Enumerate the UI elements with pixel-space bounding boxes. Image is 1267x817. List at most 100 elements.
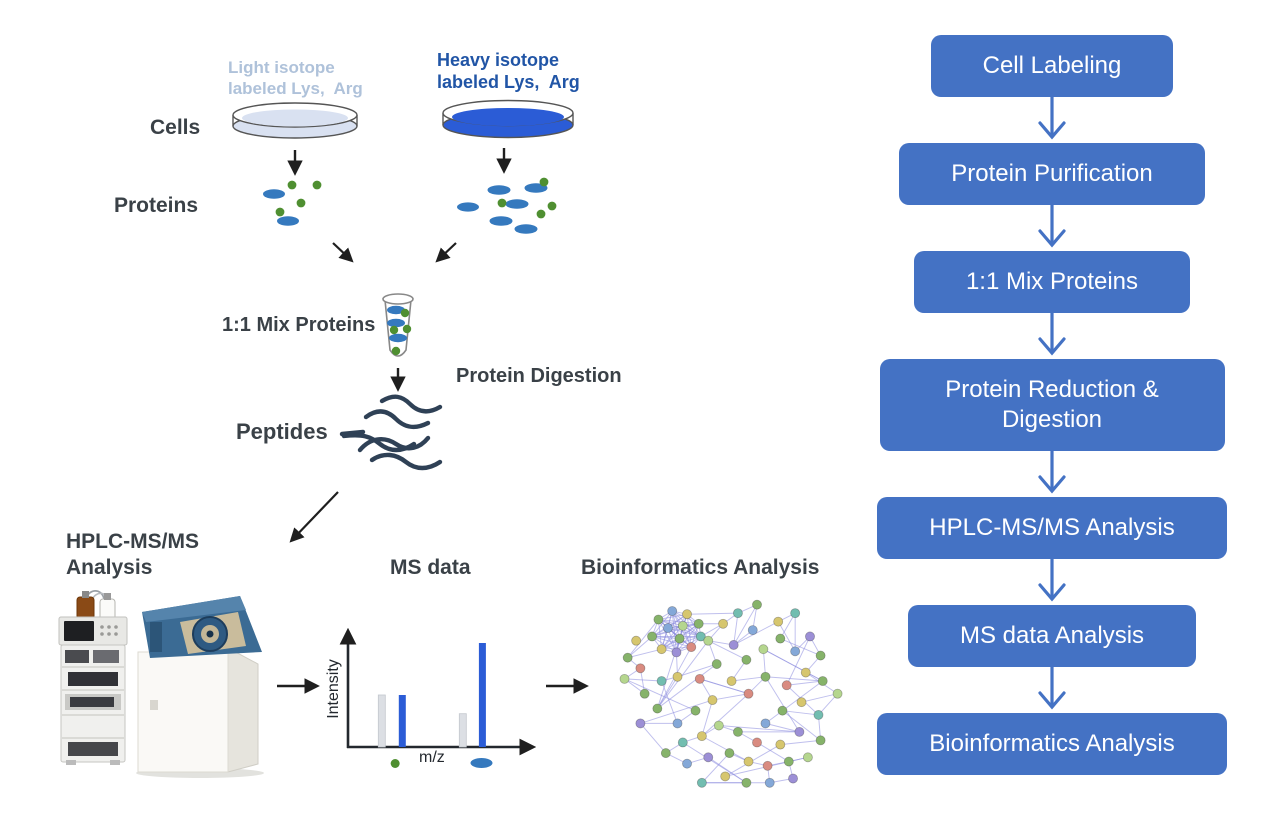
network-node [656,644,667,655]
network-node [677,737,688,748]
network-node [693,618,704,629]
heavy-petri-dish [442,99,574,139]
network-node [674,633,685,644]
network-node [713,720,724,731]
flow-step-1-1-mix-proteins: 1:1 Mix Proteins [913,251,1191,313]
network-node [813,709,824,720]
network-node [752,599,762,610]
flow-arrow-down-icon [1038,559,1066,602]
network-node [690,705,701,716]
network-node [667,606,678,616]
network-node [696,777,707,788]
flow-step-ms-data-analysis: MS data Analysis [907,605,1197,667]
network-node [694,673,705,684]
proteins-label: Proteins [114,194,199,217]
network-node [703,752,714,763]
protein-network-illustration [619,599,843,788]
network-node [707,695,718,706]
mix-proteins-label: 1:1 Mix Proteins [222,314,376,336]
network-node [653,614,664,625]
network-node [663,623,673,633]
network-node [802,752,813,763]
ms-peak-bar [377,694,386,748]
network-node [752,737,762,748]
network-node [703,635,714,646]
network-node [781,680,792,691]
converge-arrow-right-icon [435,242,457,263]
protein-digestion-label: Protein Digestion [456,365,622,387]
network-node [815,735,826,746]
network-node [743,756,754,767]
network-node [817,676,828,686]
network-node [672,718,683,729]
heavy-protein-scatter [457,177,557,234]
network-node [794,726,805,737]
network-node [790,646,801,657]
network-node [647,631,657,642]
mz-axis-label: m/z [419,749,445,766]
network-node [652,703,663,714]
network-node [631,635,642,646]
network-node [635,663,646,674]
network-node [728,640,739,650]
network-node [773,616,784,627]
network-node [682,609,692,620]
bioinformatics-title: Bioinformatics Analysis [581,556,820,579]
blue-oval-marker [470,758,493,768]
network-node [760,671,771,682]
network-node [720,771,731,782]
network-node [695,631,706,642]
ms-peak-bar [458,713,467,748]
network-node [711,659,722,669]
network-node [718,618,729,629]
peptides-to-hplc-arrow-icon [289,491,339,543]
flow-arrow-down-icon [1038,205,1066,248]
flow-step-cell-labeling: Cell Labeling [930,35,1174,97]
network-node [783,756,794,767]
flow-step-protein-reduction-digestion: Protein Reduction & Digestion [879,359,1225,451]
network-node [622,652,633,663]
network-node [788,773,798,784]
network-node [732,608,743,619]
network-node [672,671,683,682]
network-node [741,777,752,788]
network-node [790,608,801,619]
ms-chart [339,627,537,768]
flow-arrow-down-icon [1038,313,1066,356]
network-node [671,647,682,658]
network-node [677,620,688,631]
network-node [764,777,775,788]
network-node [832,688,843,699]
network-node [775,633,786,644]
network-node [682,758,692,769]
ms-peak-bar [398,695,406,747]
network-node [815,650,826,661]
network-node [743,688,754,699]
mass-spectrometer-illustration [136,596,264,778]
network-node [696,731,707,742]
network-node [726,676,737,686]
flow-arrow-down-icon [1038,451,1066,494]
ms-peak-bar [478,643,486,747]
ms-data-title: MS data [390,556,471,579]
flow-step-bioinformatics-analysis: Bioinformatics Analysis [877,713,1227,775]
network-node [732,726,743,737]
network-node [796,697,807,708]
network-node [724,748,735,759]
network-node [760,718,771,729]
light-protein-scatter [263,180,322,226]
network-node [660,748,671,759]
network-node [741,654,752,665]
peptides-label: Peptides [236,419,328,444]
flow-step-protein-purification: Protein Purification [899,143,1205,205]
network-node [686,642,697,653]
light-petri-dish [232,102,358,139]
mix-tube [382,293,414,357]
network-node [639,688,650,699]
network-node [656,676,667,686]
intensity-axis-label: Intensity [325,659,342,719]
network-node [805,631,815,642]
